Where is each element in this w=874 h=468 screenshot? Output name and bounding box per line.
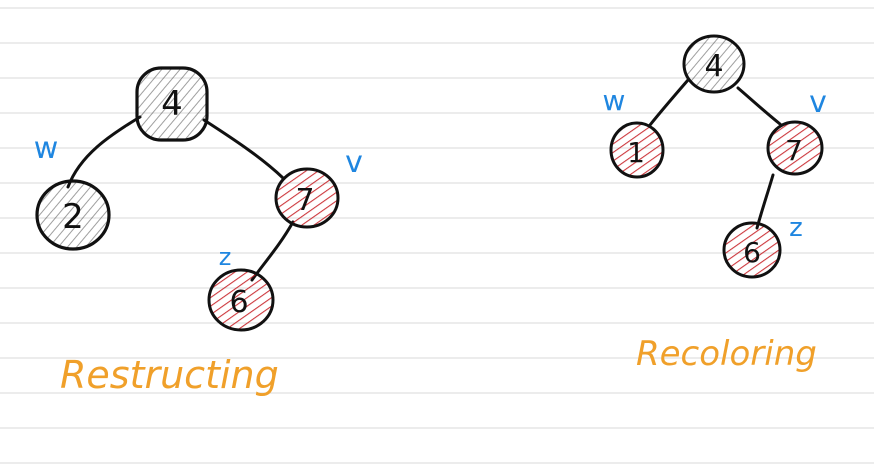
left-z-node: 6 [207, 268, 275, 332]
left-root-value: 4 [161, 84, 183, 124]
left-z-value: 6 [229, 285, 248, 320]
left-w-value: 2 [62, 197, 84, 237]
right-v-value: 7 [785, 134, 803, 167]
left-w-label: w [34, 131, 59, 166]
edge-root-to-v-right [736, 86, 782, 126]
edge-root-to-v [202, 118, 285, 180]
right-z-value: 6 [743, 236, 761, 269]
left-caption: Restructing [60, 353, 279, 397]
edge-root-to-w [66, 115, 142, 189]
left-v-label: v [345, 145, 363, 180]
right-z-node: 6 [722, 221, 782, 279]
right-w-label: w [603, 84, 626, 117]
right-z-label: z [789, 213, 803, 243]
right-tree: 4 1 w 7 v 6 z Recoloring [603, 34, 827, 374]
right-w-node: 1 [609, 121, 665, 179]
ruled-lines [0, 7, 874, 464]
left-w-node: 2 [35, 179, 111, 251]
left-tree: 4 2 w 7 v 6 z Restructing [34, 66, 363, 397]
left-v-node: 7 [274, 167, 340, 229]
edge-v-to-z [250, 220, 295, 282]
edge-root-to-w-right [648, 78, 690, 127]
right-w-value: 1 [627, 136, 645, 169]
right-caption: Recoloring [636, 334, 817, 374]
right-v-node: 7 [766, 120, 824, 176]
right-root-node: 4 [682, 34, 746, 94]
right-root-value: 4 [704, 49, 723, 84]
left-v-value: 7 [295, 183, 314, 218]
left-z-label: z [219, 243, 232, 271]
right-v-label: v [809, 85, 827, 120]
left-root-node: 4 [135, 66, 209, 142]
